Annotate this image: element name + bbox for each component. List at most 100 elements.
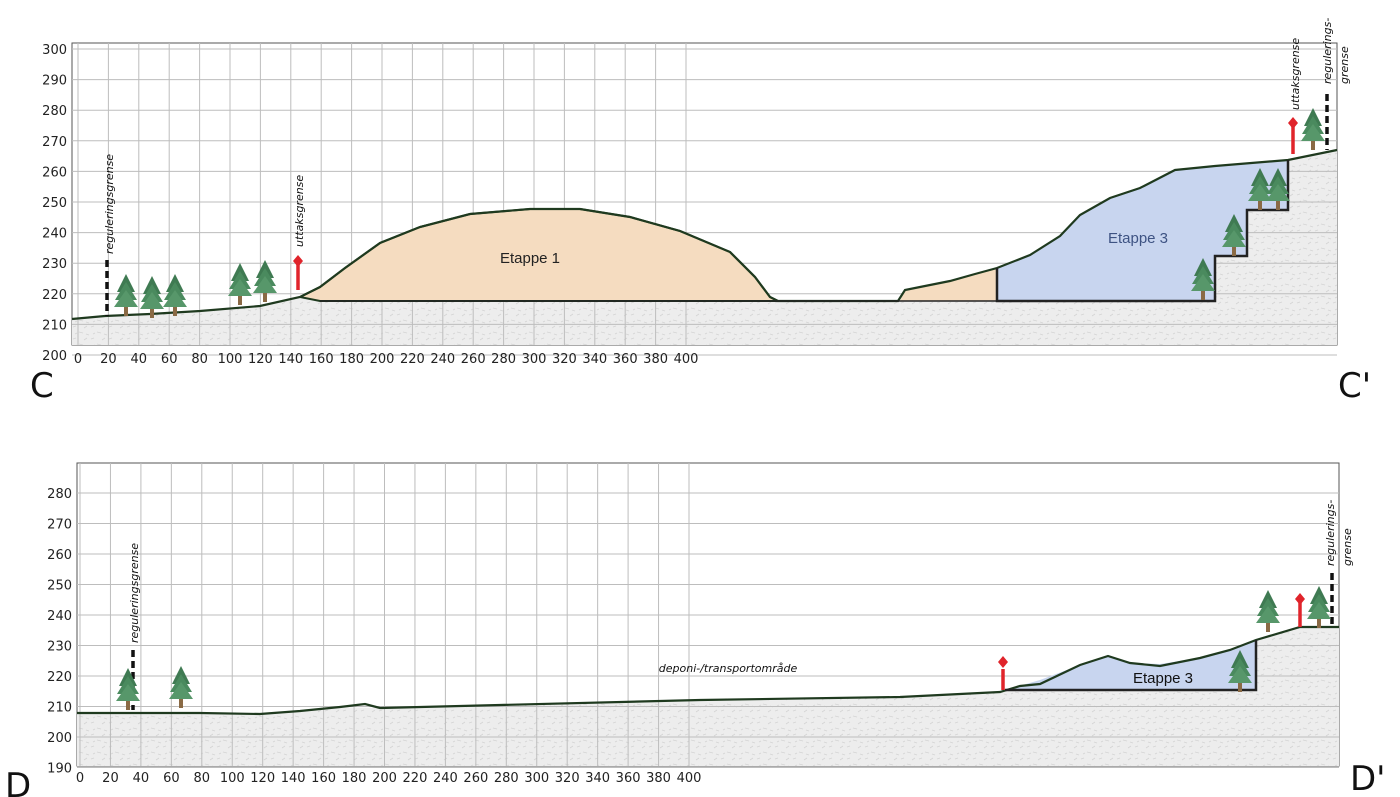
x-tick-label: 60 [161,352,178,367]
x-tick-label: 100 [218,352,243,367]
x-tick-label: 40 [131,352,148,367]
y-tick-label: 270 [42,135,67,150]
x-tick-label: 0 [76,771,84,786]
x-tick-label: 400 [674,352,699,367]
section-c-end-label: C' [1338,366,1371,406]
trees [114,108,1331,710]
uttak-marker-right-head [1288,117,1298,129]
area-label: deponi-/transportområde [659,662,798,675]
x-tick-label: 360 [616,771,641,786]
y-tick-label: 190 [47,762,72,777]
y-tick-label: 200 [42,349,67,364]
x-tick-label: 40 [133,771,150,786]
tree-icon [1301,108,1325,150]
uttaksgrense-label: uttaksgrense [293,175,306,247]
y-tick-label: 250 [42,196,67,211]
tree-icon [114,274,138,316]
tree-icon [228,263,252,305]
x-tick-label: 280 [491,352,516,367]
x-tick-label: 360 [613,352,638,367]
x-tick-label: 200 [370,352,395,367]
x-tick-label: 0 [74,352,82,367]
x-tick-label: 380 [646,771,671,786]
tree-icon [163,274,187,316]
y-tick-label: 280 [47,487,72,502]
y-tick-label: 240 [42,227,67,242]
y-tick-label: 300 [42,43,67,58]
section-c: 0 20 40 60 80 100 120 140 160 180 200 220 240 260 280 3… [30,18,1371,406]
x-tick-label: 280 [494,771,519,786]
x-tick-label: 380 [643,352,668,367]
x-tick-label: 20 [100,352,117,367]
tree-icon [1191,258,1215,300]
x-tick-label: 160 [309,352,334,367]
x-tick-label: 180 [339,352,364,367]
y-tick-label: 250 [47,579,72,594]
tree-icon [1248,168,1272,210]
uttaksgrense-right-label: uttaksgrense [1289,38,1302,110]
y-tick-label: 210 [47,701,72,716]
tree-icon [140,276,164,318]
section-c-terrain-line [71,148,1338,321]
x-tick-label: 300 [524,771,549,786]
y-tick-label: 230 [42,257,67,272]
x-tick-label: 340 [582,352,607,367]
x-tick-label: 400 [677,771,702,786]
uttak-marker-head [293,255,303,267]
tree-icon [116,668,140,710]
y-tick-label: 230 [47,640,72,655]
y-tick-label: 220 [47,670,72,685]
grense-label: grense [1338,46,1351,84]
tree-icon [1228,650,1252,692]
x-tick-label: 340 [585,771,610,786]
etappe-3-d-label: Etappe 3 [1133,670,1193,687]
deposit-pile [900,268,997,301]
x-tick-label: 60 [163,771,180,786]
x-tick-label: 220 [403,771,428,786]
section-c-start-label: C [30,366,54,406]
x-tick-label: 20 [102,771,119,786]
x-tick-label: 240 [433,771,458,786]
y-tick-label: 290 [42,74,67,89]
tree-icon [1256,590,1280,632]
x-tick-label: 260 [461,352,486,367]
y-tick-label: 220 [42,288,67,303]
section-d-grid [77,463,1339,768]
x-tick-label: 200 [372,771,397,786]
x-tick-label: 140 [281,771,306,786]
x-tick-label: 160 [311,771,336,786]
reguleringsgrense-label: reguleringsgrense [103,154,116,254]
etappe-3-area [997,160,1288,301]
uttak-d-marker-2-head [1295,593,1305,605]
x-tick-label: 120 [248,352,273,367]
tree-icon [253,260,277,302]
y-tick-label: 260 [47,548,72,563]
section-c-bedrock [72,150,1337,345]
excavation-d-outline [1005,640,1258,692]
tree-icon [1222,214,1246,256]
x-tick-label: 180 [342,771,367,786]
y-tick-label: 270 [47,518,72,533]
section-d-bedrock [77,627,1339,766]
reguleringsgrense-d-label: reguleringsgrense [128,543,141,643]
tree-icon [1307,586,1331,628]
tree-icon [169,666,193,708]
x-tick-label: 220 [400,352,425,367]
x-tick-label: 320 [555,771,580,786]
x-tick-label: 260 [463,771,488,786]
regulerings-d-label: regulerings- [1324,500,1337,566]
x-tick-label: 140 [278,352,303,367]
x-tick-label: 100 [220,771,245,786]
x-tick-label: 120 [250,771,275,786]
etappe-3-label: Etappe 3 [1108,230,1168,247]
regulerings-label: regulerings- [1321,18,1334,84]
y-tick-label: 200 [47,731,72,746]
x-tick-label: 80 [194,771,211,786]
x-tick-label: 300 [522,352,547,367]
y-tick-label: 210 [42,318,67,333]
uttak-d-marker-1-head [998,656,1008,668]
x-tick-label: 80 [191,352,208,367]
